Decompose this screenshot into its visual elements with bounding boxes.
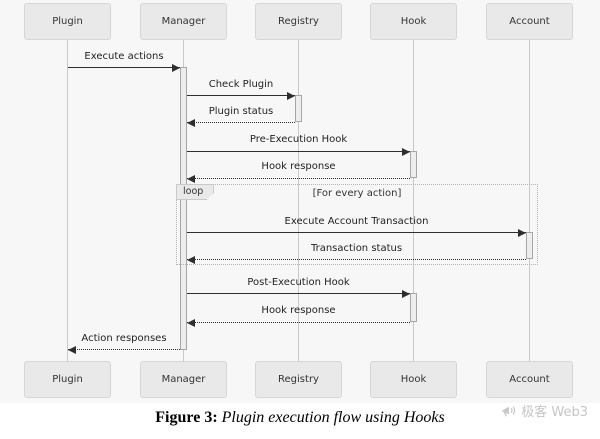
message-arrow xyxy=(187,174,410,183)
participant-account-bottom: Account xyxy=(486,361,573,398)
activation-hook-1 xyxy=(410,151,417,178)
participant-label: Account xyxy=(509,16,550,27)
sequence-diagram: Plugin Manager Registry Hook Account loo… xyxy=(24,3,573,398)
activation-manager xyxy=(180,67,187,350)
lifeline-account xyxy=(529,40,530,361)
participant-plugin-top: Plugin xyxy=(24,3,111,40)
message-label: Execute Account Transaction xyxy=(284,216,429,227)
participant-label: Hook xyxy=(400,16,427,27)
message-label: Execute actions xyxy=(84,51,164,62)
participant-hook-top: Hook xyxy=(370,3,457,40)
message-arrow xyxy=(68,63,180,72)
lifeline-hook xyxy=(413,40,414,361)
participant-registry-top: Registry xyxy=(255,3,342,40)
loop-guard: [For every action] xyxy=(312,188,402,199)
participant-account-top: Account xyxy=(486,3,573,40)
watermark-text: 极客 Web3 xyxy=(521,405,588,420)
participant-label: Manager xyxy=(161,16,206,27)
message-arrow xyxy=(187,118,295,127)
participant-label: Hook xyxy=(400,374,427,385)
message-label: Hook response xyxy=(261,161,336,172)
message-arrow xyxy=(187,228,526,237)
participant-hook-bottom: Hook xyxy=(370,361,457,398)
message-label: Plugin status xyxy=(208,106,274,117)
message-arrow xyxy=(187,289,410,298)
activation-hook-2 xyxy=(410,293,417,322)
activation-account xyxy=(526,232,533,259)
message-arrow xyxy=(187,255,526,264)
figure-title: Plugin execution flow using Hooks xyxy=(221,409,445,426)
message-arrow xyxy=(187,147,410,156)
participant-label: Plugin xyxy=(52,374,83,385)
loop-fragment: loop [For every action] xyxy=(176,184,538,265)
message-label: Pre-Execution Hook xyxy=(249,134,348,145)
megaphone-icon xyxy=(501,404,517,418)
participant-manager-top: Manager xyxy=(140,3,227,40)
participant-plugin-bottom: Plugin xyxy=(24,361,111,398)
message-label: Check Plugin xyxy=(208,79,274,90)
message-label: Hook response xyxy=(261,305,336,316)
participant-label: Registry xyxy=(278,374,319,385)
message-label: Post-Execution Hook xyxy=(247,277,350,288)
participant-label: Account xyxy=(509,374,550,385)
watermark: 极客 Web3 xyxy=(501,401,588,420)
figure-caption: Figure 3: Plugin execution flow using Ho… xyxy=(0,409,600,427)
message-label: Transaction status xyxy=(310,243,403,254)
participant-label: Plugin xyxy=(52,16,83,27)
activation-registry xyxy=(295,95,302,122)
participant-manager-bottom: Manager xyxy=(140,361,227,398)
figure-number: Figure 3: xyxy=(155,409,218,426)
message-arrow xyxy=(187,91,295,100)
participant-label: Registry xyxy=(278,16,319,27)
message-arrow xyxy=(187,318,410,327)
lifeline-registry xyxy=(298,40,299,361)
participant-label: Manager xyxy=(161,374,206,385)
loop-operator: loop xyxy=(176,184,215,200)
message-label: Action responses xyxy=(81,333,167,344)
message-arrow xyxy=(68,345,180,354)
lifeline-plugin xyxy=(67,40,68,361)
participant-registry-bottom: Registry xyxy=(255,361,342,398)
